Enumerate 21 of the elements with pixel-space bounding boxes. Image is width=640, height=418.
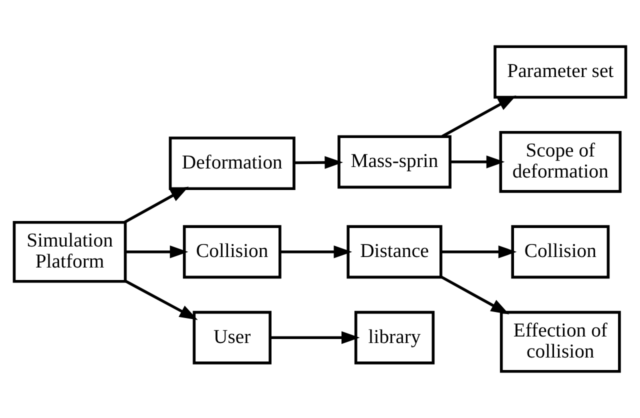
node-box: Effection of collision [500, 310, 621, 373]
arrow [124, 186, 189, 224]
node-box: Deformation [168, 136, 296, 190]
node-box: Parameter set [494, 45, 628, 99]
node-box: Collision [182, 225, 282, 279]
arrow [440, 275, 510, 314]
arrow [294, 156, 344, 169]
arrow [124, 280, 198, 320]
node-box: library [354, 310, 435, 364]
arrow [442, 95, 516, 138]
node-box: Mass-sprin [338, 135, 452, 189]
arrow [270, 331, 360, 344]
node-box: Distance [346, 225, 442, 279]
node-box: Scope of deformation [499, 130, 622, 193]
arrow [450, 156, 505, 168]
node-box: User [192, 310, 272, 364]
arrow [280, 245, 352, 258]
arrow [126, 245, 188, 258]
node-box: Simulation Platform [12, 220, 127, 283]
node-box: Collision [511, 225, 610, 279]
arrow [440, 245, 517, 258]
